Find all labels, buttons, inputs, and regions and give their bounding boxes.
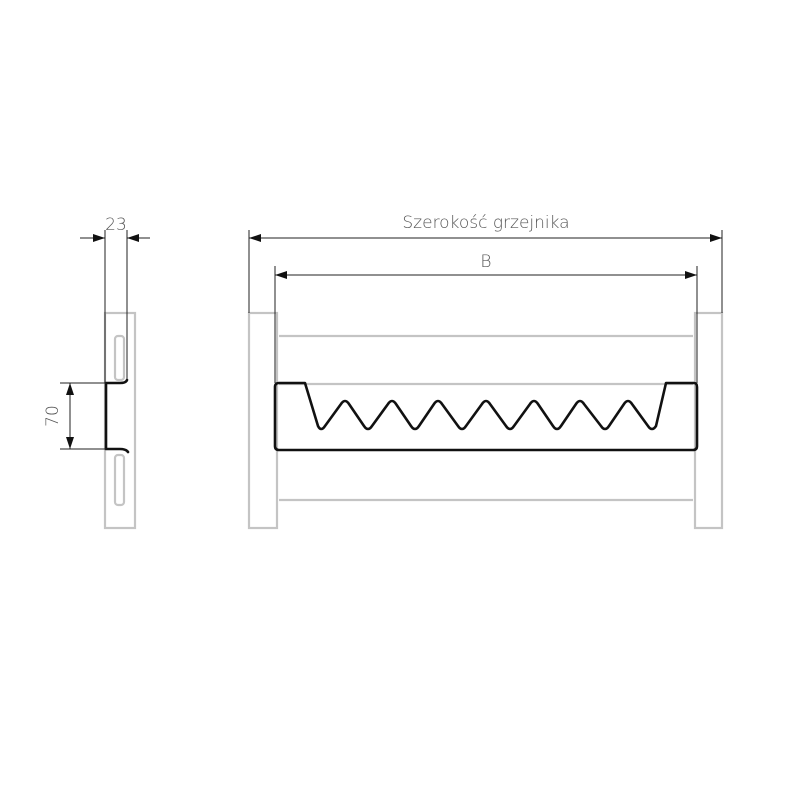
total-width-label: Szerokość grzejnika — [402, 213, 569, 233]
side-view: 23 70 — [43, 215, 150, 530]
towel-holder-side-profile — [104, 378, 130, 454]
spacing-label: B — [480, 252, 491, 272]
towel-holder-front — [273, 381, 699, 452]
radiator-column-right — [693, 311, 724, 530]
radiator-slot-top — [113, 334, 126, 382]
front-view: Szerokość grzejnika B — [247, 213, 724, 530]
height-dimension-label: 70 — [43, 405, 63, 427]
radiator-slot-bottom — [113, 453, 126, 507]
radiator-side-profile — [103, 311, 137, 530]
radiator-column-left — [247, 311, 279, 530]
depth-dimension-label: 23 — [105, 215, 127, 235]
